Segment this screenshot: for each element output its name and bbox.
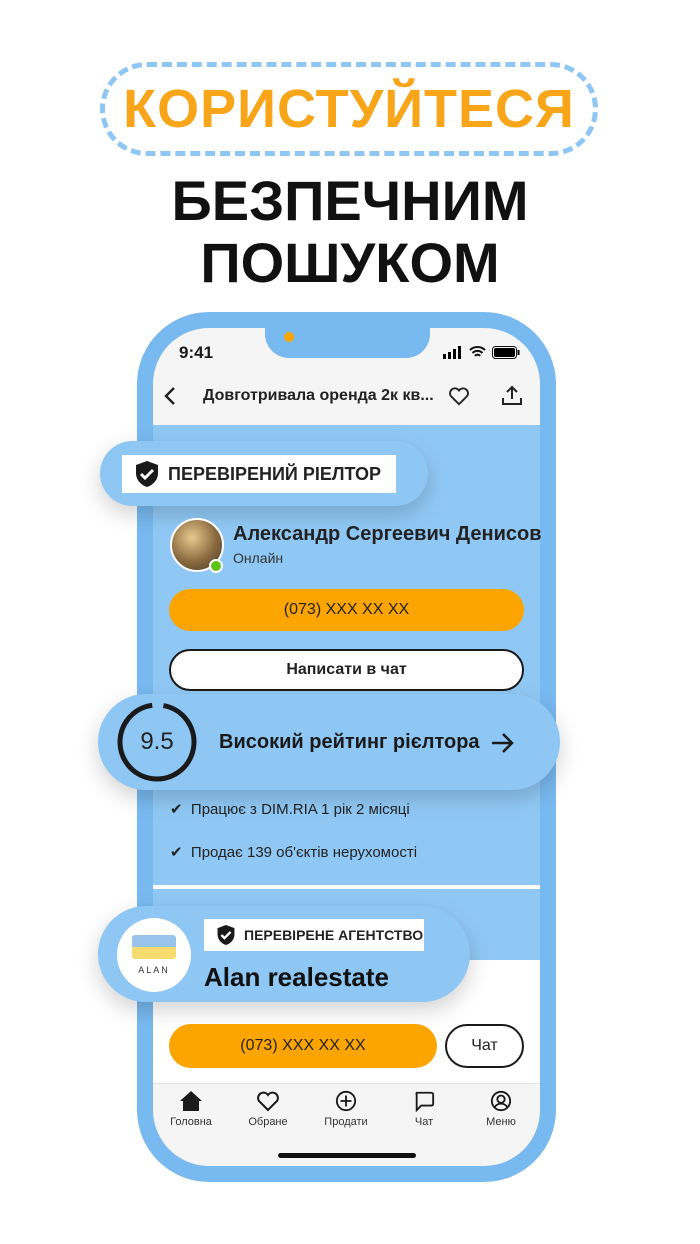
user-icon (490, 1090, 512, 1112)
signal-icon (443, 346, 461, 359)
realtor-status: Онлайн (233, 550, 284, 566)
online-indicator (209, 559, 223, 573)
nav-label: Головна (170, 1116, 212, 1128)
nav-label: Меню (486, 1116, 516, 1128)
agency-phone-button[interactable]: (073) XXX XX XX (169, 1024, 437, 1068)
realtor-name: Александр Сергеевич Денисов (233, 523, 542, 545)
rating-gauge (117, 702, 197, 782)
agency-logo: ALAN (117, 918, 191, 992)
nav-label: Обране (248, 1116, 288, 1128)
nav-sell[interactable]: Продати (311, 1090, 381, 1128)
arrow-right-icon[interactable] (490, 731, 516, 755)
agency-logo-text: ALAN (138, 965, 170, 975)
rating-value: 9.5 (140, 728, 174, 755)
check-icon: ✔ (170, 844, 183, 861)
nav-menu[interactable]: Меню (466, 1090, 536, 1128)
chat-icon (415, 1091, 435, 1112)
divider (153, 885, 540, 889)
home-indicator (278, 1153, 416, 1158)
write-chat-button[interactable]: Написати в чат (169, 649, 524, 691)
nav-chat[interactable]: Чат (389, 1090, 459, 1128)
shield-check-icon (217, 925, 235, 945)
battery-icon (492, 346, 520, 359)
verified-agency-text: ПЕРЕВІРЕНЕ АГЕНТСТВО (244, 927, 424, 943)
favorite-icon[interactable] (448, 386, 470, 406)
headline-line1: КОРИСТУЙТЕСЯ (123, 79, 575, 139)
wifi-icon (469, 346, 486, 357)
heart-icon (257, 1091, 279, 1112)
nav-label: Чат (414, 1116, 434, 1128)
fact-item: ✔ Продає 139 об'єктів нерухомості (170, 843, 417, 861)
realtor-phone-button[interactable]: (073) XXX XX XX (169, 589, 524, 631)
listing-title: Довготривала оренда 2к кв... (203, 387, 434, 404)
agency-chat-button[interactable]: Чат (445, 1024, 524, 1068)
rating-label: Високий рейтинг рієлтора (219, 731, 480, 753)
nav-label: Продати (324, 1116, 368, 1128)
nav-favorites[interactable]: Обране (233, 1090, 303, 1128)
plus-circle-icon (335, 1090, 357, 1112)
nav-home[interactable]: Головна (156, 1090, 226, 1128)
back-icon[interactable] (163, 386, 177, 406)
headline-pill: КОРИСТУЙТЕСЯ (100, 62, 598, 156)
status-icons (443, 346, 520, 359)
verified-realtor-badge: ПЕРЕВІРЕНИЙ РІЕЛТОР (122, 455, 396, 493)
agency-name: Alan realestate (204, 962, 389, 992)
fact-text: Продає 139 об'єктів нерухомості (190, 844, 418, 861)
notch (265, 328, 430, 358)
fact-text: Працює з DIM.RIA 1 рік 2 місяці (190, 801, 410, 818)
headline-line3: ПОШУКОМ (200, 231, 500, 294)
headline-line2: БЕЗПЕЧНИМ (171, 169, 529, 232)
check-icon: ✔ (170, 801, 183, 818)
share-icon[interactable] (501, 384, 523, 406)
verified-agency-badge: ПЕРЕВІРЕНЕ АГЕНТСТВО (204, 919, 424, 951)
shield-check-icon (136, 461, 158, 487)
home-icon (180, 1091, 202, 1111)
status-time: 9:41 (179, 343, 214, 362)
fact-item: ✔ Працює з DIM.RIA 1 рік 2 місяці (170, 800, 410, 818)
verified-realtor-text: ПЕРЕВІРЕНИЙ РІЕЛТОР (168, 463, 382, 484)
